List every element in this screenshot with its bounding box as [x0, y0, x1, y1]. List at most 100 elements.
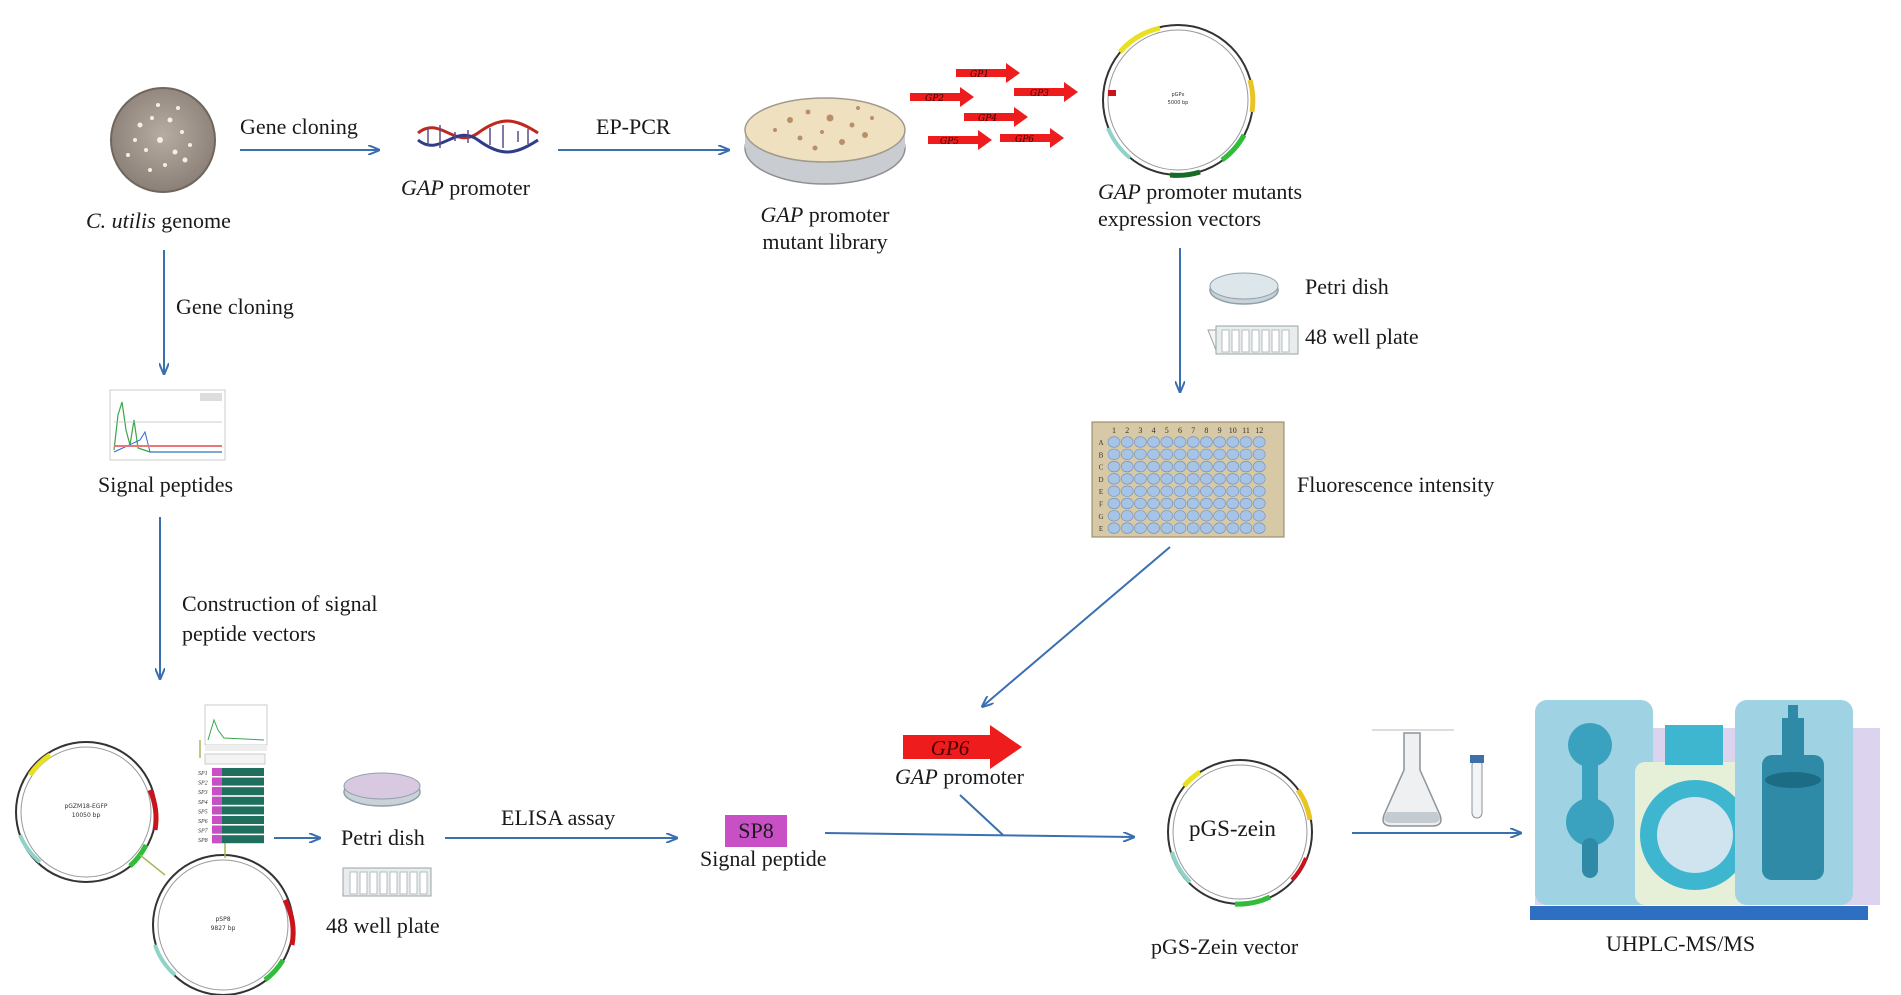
plate-well [1147, 448, 1160, 460]
plate-well [1239, 461, 1253, 473]
mutant-library-dish [744, 97, 906, 185]
plate-well [1107, 497, 1121, 510]
mutant-library-italic: GAP [760, 202, 804, 227]
mutants-line1: GAP promoter mutants [1098, 178, 1302, 205]
plate-row-label: E [1099, 525, 1103, 533]
plate-well [1252, 510, 1266, 522]
plate-well [1213, 497, 1226, 510]
plate-well [1107, 461, 1121, 473]
signal-list-bar [212, 806, 264, 815]
plate-well [1213, 448, 1226, 460]
plate-well [1134, 473, 1147, 485]
psp8-plasmid: pSP8 9827 bp [152, 854, 296, 995]
plate-well [1239, 485, 1253, 497]
plate-column-label: 12 [1255, 426, 1263, 435]
plate-well [1200, 436, 1213, 448]
signal-list-label: SP3 [198, 790, 208, 796]
plate-well [1239, 497, 1253, 510]
plate-well [1173, 448, 1187, 460]
signal-list-label: SP5 [198, 809, 208, 815]
plate-well [1147, 461, 1160, 473]
well-plate-bottom-label: 48 well plate [326, 913, 440, 938]
plate-well [1173, 461, 1187, 473]
gap-promoter-italic: GAP [401, 175, 444, 200]
plate-well [1213, 510, 1226, 522]
mutant-library-line1: GAP promoter [745, 201, 905, 228]
mutant-label-6: GP6 [1015, 135, 1034, 145]
signal-list-bar [212, 835, 264, 844]
construction-label: Construction of signal peptide vectors [182, 590, 378, 647]
gap-vector-size: 5000 bp [1168, 100, 1189, 106]
gp6-promoter-italic: GAP [895, 764, 938, 789]
plate-well [1120, 448, 1134, 460]
plate-well [1134, 522, 1147, 534]
plate-well [1226, 497, 1240, 510]
gene-cloning-left-label: Gene cloning [176, 294, 294, 319]
signal-list-sp-segment [212, 768, 222, 776]
pgs-zein-plasmid [1167, 759, 1313, 907]
plate-well [1120, 510, 1134, 522]
plate-well [1134, 497, 1147, 510]
plate-well [1134, 436, 1147, 448]
mutant-library-rest: promoter [803, 202, 890, 227]
plate-well [1120, 497, 1134, 510]
plate-well [1252, 436, 1266, 448]
plate-well [1134, 448, 1147, 460]
plate-well [1213, 436, 1226, 448]
plate-row-label: B [1099, 451, 1104, 459]
mutant-library-label: GAP promoter mutant library [745, 201, 905, 255]
plate-row-label: C [1099, 464, 1104, 472]
mutants-line2: expression vectors [1098, 206, 1262, 231]
signal-list-bar [212, 796, 264, 805]
mutant-label-4: GP4 [978, 114, 997, 124]
plate-well [1226, 485, 1240, 497]
plate-well [1160, 461, 1174, 473]
mutants-rest: promoter mutants [1140, 179, 1303, 204]
plate-well [1147, 510, 1160, 522]
plate-well [1252, 473, 1266, 485]
plate-column-label: 1 [1112, 426, 1116, 435]
plate-well [1160, 522, 1174, 534]
plate-well [1120, 522, 1134, 534]
plate-well [1173, 522, 1187, 534]
plate-column-label: 6 [1178, 426, 1182, 435]
arrow-plate-to-gp6 [983, 546, 1171, 706]
signal-list-bar [212, 816, 264, 824]
plate-well [1186, 485, 1200, 497]
plate-well [1226, 461, 1240, 473]
signal-list-sp-segment [212, 825, 222, 834]
plate-column-label: 2 [1125, 426, 1129, 435]
plate-well [1160, 497, 1174, 510]
gp6-promoter-rest: promoter [937, 764, 1024, 789]
genome-label: C. utilis genome [86, 207, 231, 234]
plate-column-label: 9 [1218, 426, 1222, 435]
plate-well [1186, 473, 1200, 485]
plate-well [1186, 436, 1200, 448]
plate-well [1120, 461, 1134, 473]
gp6-promoter-label: GAP promoter [895, 763, 1024, 790]
signal-list-sp-segment [212, 816, 222, 824]
plate-well [1226, 473, 1240, 485]
gap-vector-plasmid: pGPx 5000 bp [1102, 24, 1256, 178]
genome-dish-image [110, 87, 216, 193]
plate-row-label: E [1099, 488, 1103, 496]
pgzm-size: 10050 bp [72, 812, 101, 819]
plate-column-label: 4 [1152, 426, 1156, 435]
pgs-zein-vector-label: pGS-Zein vector [1151, 934, 1299, 959]
pgs-zein-plasmid-label: pGS-zein [1189, 816, 1276, 841]
plate-row-label: G [1098, 513, 1103, 521]
signal-peptide-label: Signal peptide [700, 846, 827, 871]
petri-dish-bottom-label: Petri dish [341, 825, 425, 850]
signal-list-bar [212, 768, 264, 776]
gap-vector-name: pGPx [1171, 92, 1184, 98]
plate-column-label: 8 [1204, 426, 1208, 435]
ep-pcr-label: EP-PCR [596, 114, 671, 139]
mutant-label-2: GP2 [925, 94, 944, 104]
gap-promoter-rest: promoter [443, 175, 530, 200]
signal-list-label: SP6 [198, 819, 208, 825]
plate-well [1213, 461, 1226, 473]
flask-and-tube [1372, 729, 1484, 827]
mutant-label-1: GP1 [970, 70, 989, 80]
plate-well [1186, 461, 1200, 473]
